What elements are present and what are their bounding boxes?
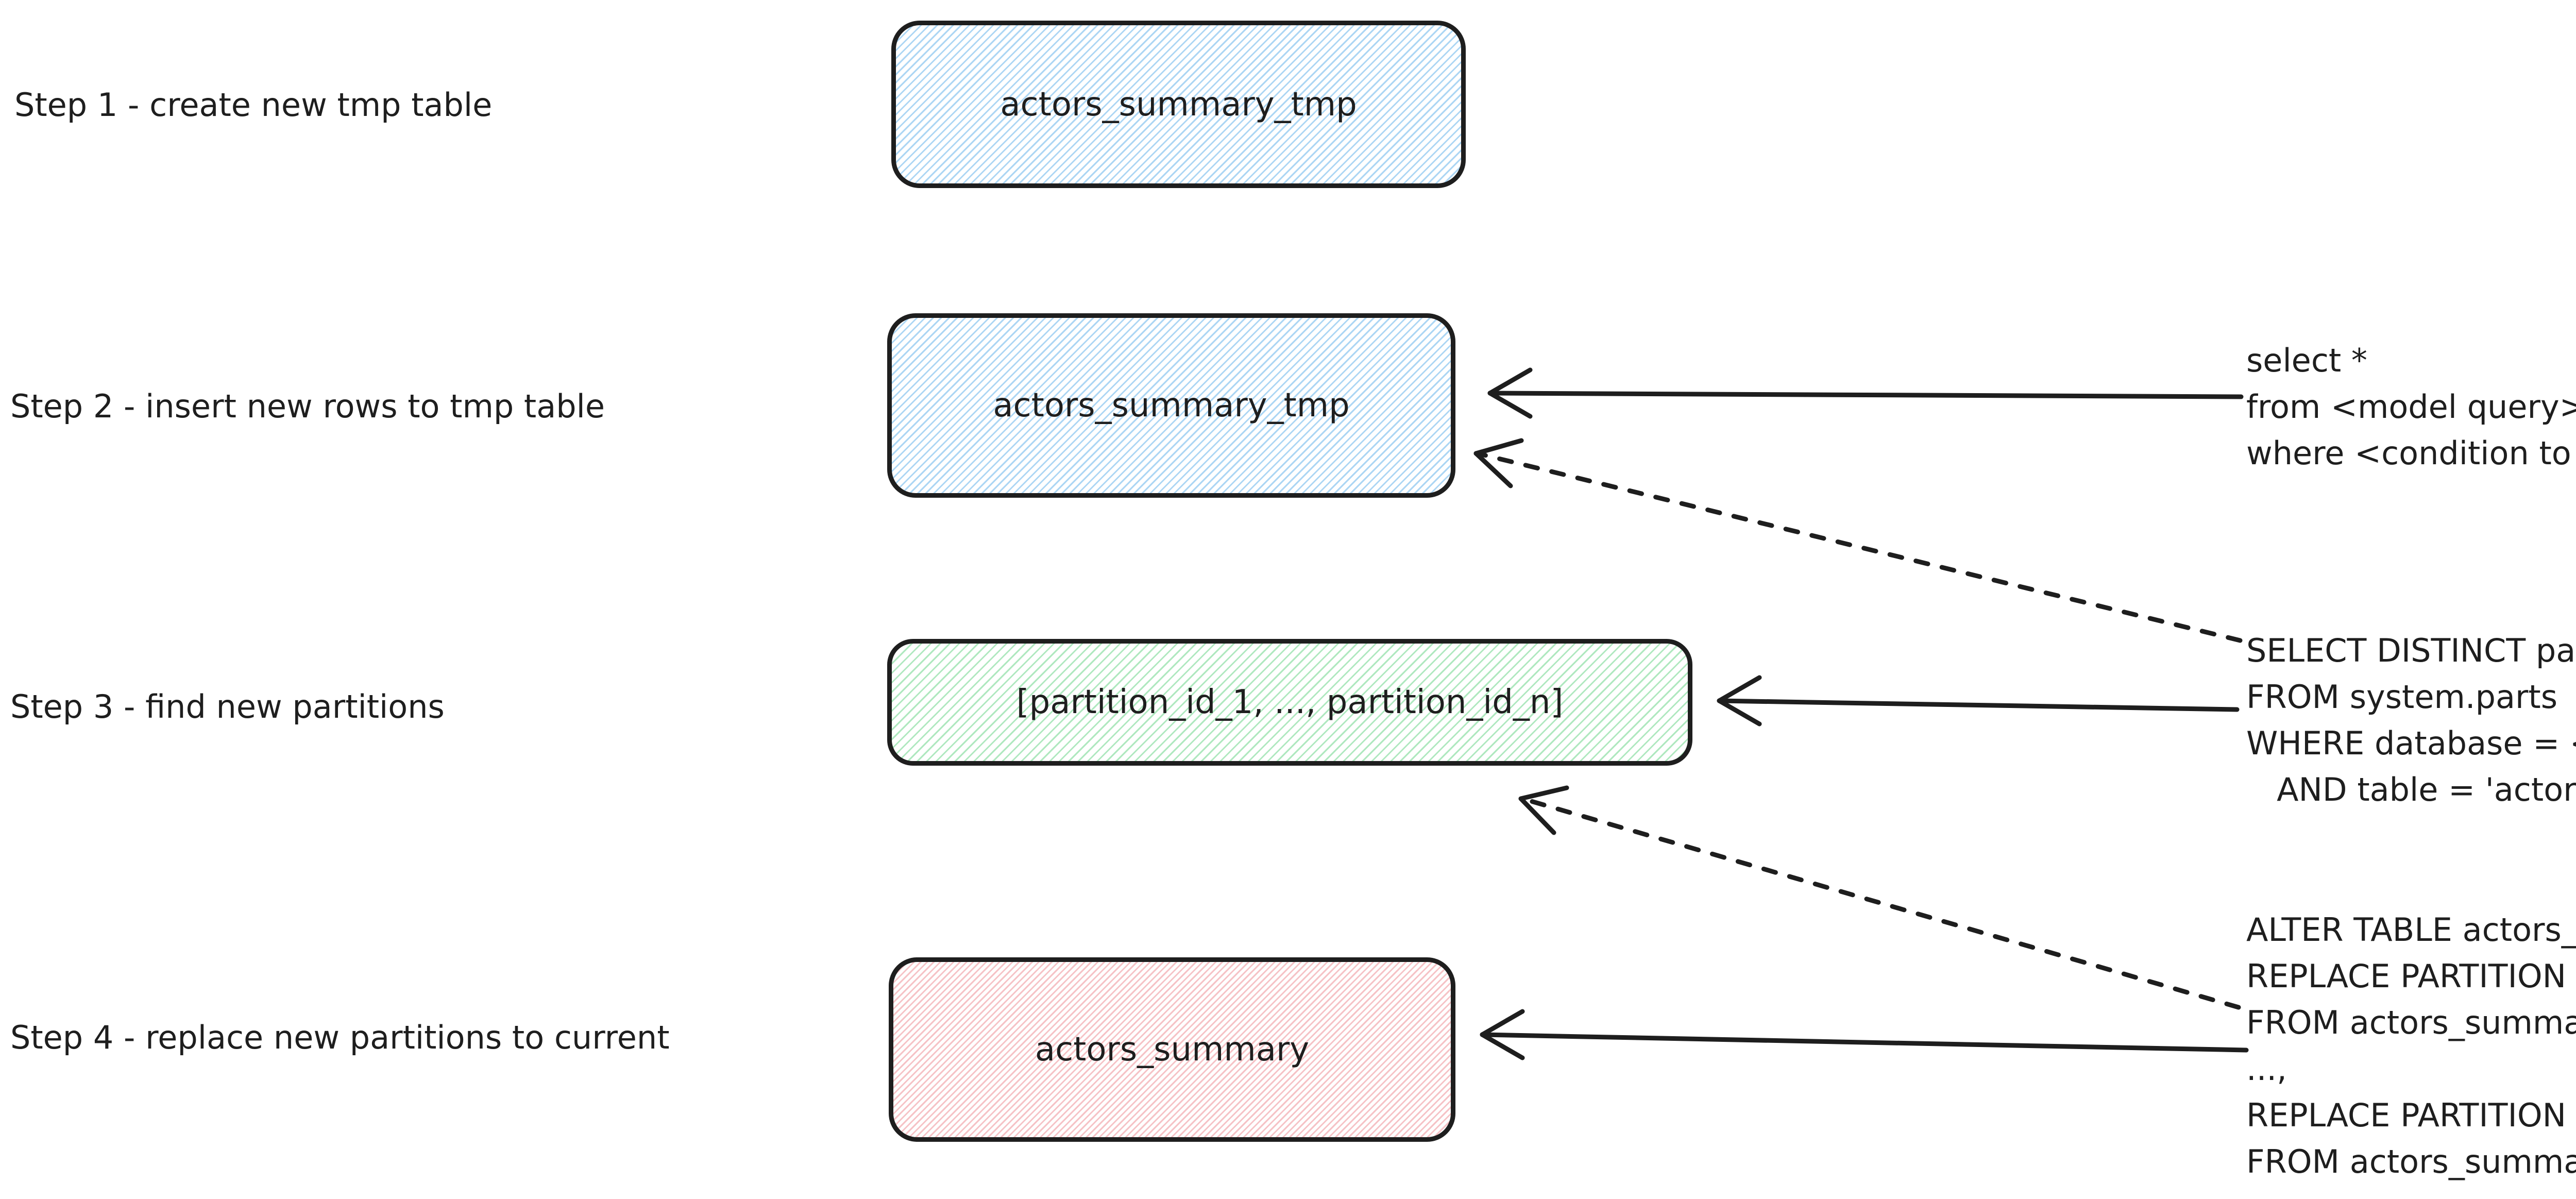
arrow-partition-sql-to-partitions-box — [1717, 675, 2240, 727]
sql-step3-partition-query: SELECT DISTINCT partition_id FROM system… — [2246, 632, 2576, 808]
sql-step4-replace-query: ALTER TABLE actors_summary REPLACE PARTI… — [2246, 911, 2576, 1180]
step-1-label: Step 1 - create new tmp table — [14, 86, 493, 124]
sql-step2-select-query: select * from <model query> where <condi… — [2246, 342, 2576, 472]
dashed-arrow-alter-sql-to-partitions-box — [1518, 785, 2241, 1010]
partitions-list-box: [partition_id_1, ..., partition_id_n] — [887, 639, 1692, 766]
tmp-table-box-step1-label: actors_summary_tmp — [1000, 85, 1357, 124]
arrow-alter-sql-to-summary-box — [1480, 1009, 2249, 1060]
tmp-table-box-step2-label: actors_summary_tmp — [993, 386, 1350, 425]
partitions-list-box-label: [partition_id_1, ..., partition_id_n] — [1016, 683, 1564, 721]
tmp-table-box-step2: actors_summary_tmp — [887, 313, 1455, 498]
arrow-select-sql-to-tmp-box — [1487, 367, 2244, 419]
tmp-table-box-step1: actors_summary_tmp — [891, 21, 1466, 188]
summary-table-box-label: actors_summary — [1035, 1031, 1310, 1069]
dashed-arrow-partition-sql-to-tmp-box — [1473, 438, 2243, 643]
summary-table-box: actors_summary — [889, 957, 1455, 1142]
step-4-label: Step 4 - replace new partitions to curre… — [10, 1019, 670, 1056]
step-2-label: Step 2 - insert new rows to tmp table — [10, 387, 605, 425]
step-3-label: Step 3 - find new partitions — [10, 688, 445, 725]
